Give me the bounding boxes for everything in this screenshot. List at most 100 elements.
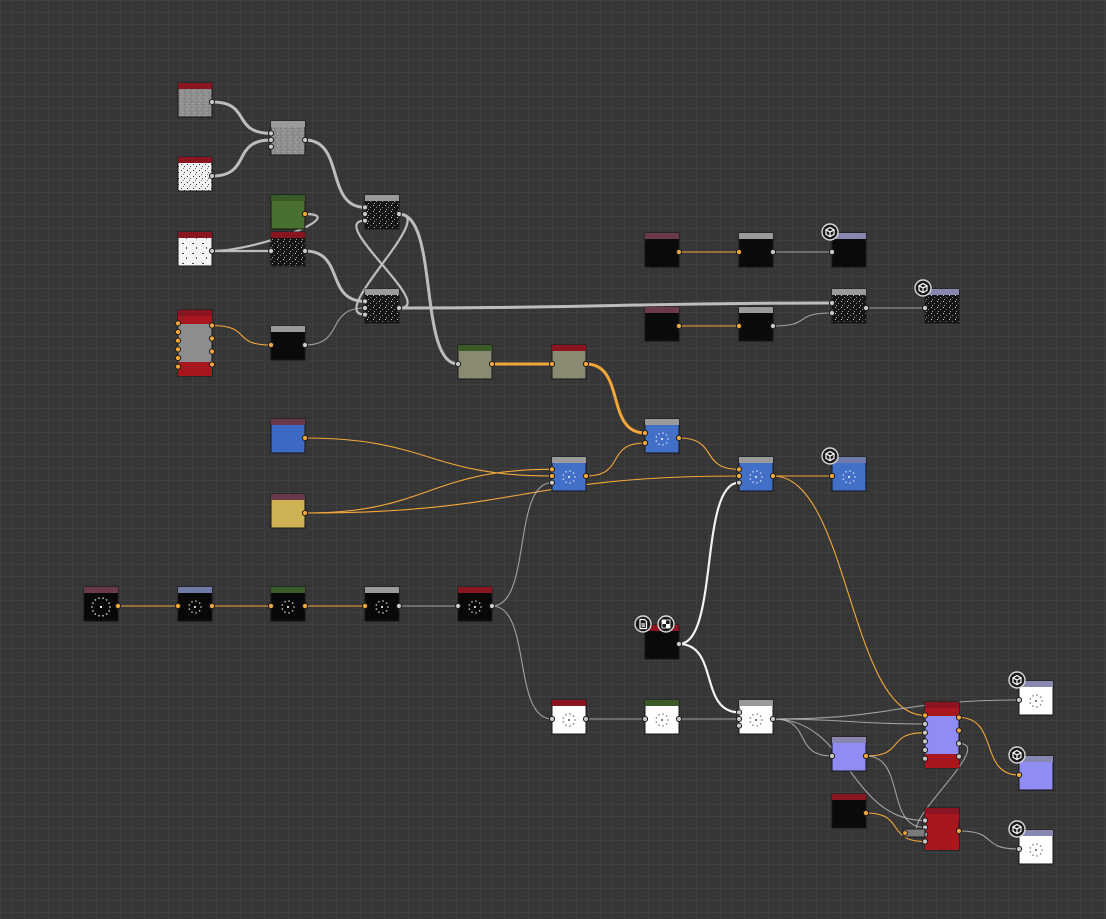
input-socket[interactable] xyxy=(921,729,929,736)
output-cube-icon[interactable] xyxy=(1008,746,1026,764)
input-socket[interactable] xyxy=(735,472,743,480)
input-socket[interactable] xyxy=(454,602,462,610)
output-socket[interactable] xyxy=(675,715,683,723)
output-socket[interactable] xyxy=(395,210,403,218)
node-red-combine[interactable] xyxy=(921,807,963,851)
input-socket[interactable] xyxy=(361,602,369,610)
node-blue-blend-3[interactable] xyxy=(735,456,777,492)
node-white-mask[interactable] xyxy=(177,231,216,267)
node-bitmap[interactable] xyxy=(634,615,683,660)
node-shape-5[interactable] xyxy=(454,586,496,622)
input-socket[interactable] xyxy=(921,838,929,845)
output-socket[interactable] xyxy=(301,210,309,218)
output-socket[interactable] xyxy=(862,809,870,817)
output-socket[interactable] xyxy=(769,248,777,256)
input-socket[interactable] xyxy=(828,299,836,307)
output-socket[interactable] xyxy=(208,602,216,610)
output-socket[interactable] xyxy=(301,434,309,442)
output-socket[interactable] xyxy=(301,341,309,349)
output-socket[interactable] xyxy=(208,172,216,180)
node-olive-a[interactable] xyxy=(454,344,496,380)
input-socket[interactable] xyxy=(641,715,649,723)
input-socket[interactable] xyxy=(641,429,649,437)
input-socket[interactable] xyxy=(548,715,556,723)
input-socket[interactable] xyxy=(548,466,556,473)
input-socket[interactable] xyxy=(361,311,369,318)
input-socket[interactable] xyxy=(921,746,929,754)
output-socket[interactable] xyxy=(955,727,963,734)
input-socket[interactable] xyxy=(735,248,743,256)
output-socket[interactable] xyxy=(582,472,590,480)
input-socket[interactable] xyxy=(735,709,743,716)
input-socket[interactable] xyxy=(267,143,275,150)
input-socket[interactable] xyxy=(735,722,743,729)
input-socket[interactable] xyxy=(735,322,743,330)
input-socket[interactable] xyxy=(174,346,182,353)
output-socket[interactable] xyxy=(208,361,216,368)
node-normal-switch[interactable] xyxy=(921,701,963,769)
node-red-grunge[interactable] xyxy=(267,231,309,267)
output-socket[interactable] xyxy=(208,98,216,106)
input-socket[interactable] xyxy=(921,712,929,719)
node-dark-mid-2[interactable] xyxy=(735,306,777,342)
input-socket[interactable] xyxy=(267,341,275,349)
input-socket[interactable] xyxy=(1015,696,1023,704)
input-socket[interactable] xyxy=(921,304,929,312)
input-socket[interactable] xyxy=(921,755,929,762)
node-blue-blend-2[interactable] xyxy=(641,418,683,454)
output-cube-icon[interactable] xyxy=(914,279,932,297)
output-socket[interactable] xyxy=(488,602,496,610)
node-normal[interactable] xyxy=(828,736,870,772)
input-socket[interactable] xyxy=(361,217,369,224)
node-olive-b[interactable] xyxy=(548,344,590,380)
node-speckle-src[interactable] xyxy=(177,156,216,192)
input-socket[interactable] xyxy=(174,602,182,610)
node-out-dark-2[interactable] xyxy=(914,279,960,324)
input-socket[interactable] xyxy=(641,439,649,447)
output-socket[interactable] xyxy=(301,602,309,610)
input-socket[interactable] xyxy=(921,738,929,745)
node-gray-noise-src[interactable] xyxy=(177,82,216,118)
output-socket[interactable] xyxy=(208,348,216,355)
input-socket[interactable] xyxy=(828,248,836,256)
node-blue-blend-1[interactable] xyxy=(548,456,590,492)
input-socket[interactable] xyxy=(828,752,836,760)
output-socket[interactable] xyxy=(301,136,309,144)
node-white-3[interactable] xyxy=(735,699,777,735)
node-out-normal[interactable] xyxy=(1008,746,1054,791)
input-socket[interactable] xyxy=(548,479,556,486)
output-cube-icon[interactable] xyxy=(821,223,839,241)
reroute-socket[interactable] xyxy=(902,830,908,836)
node-grunge-a[interactable] xyxy=(361,194,403,230)
node-white-1[interactable] xyxy=(548,699,590,735)
input-socket[interactable] xyxy=(735,715,743,723)
node-blend-gray[interactable] xyxy=(267,120,309,156)
output-socket[interactable] xyxy=(862,752,870,760)
input-socket[interactable] xyxy=(267,602,275,610)
node-shape-2[interactable] xyxy=(174,586,216,622)
node-shape-4[interactable] xyxy=(361,586,403,622)
output-socket[interactable] xyxy=(208,322,216,329)
node-out-white-2[interactable] xyxy=(1008,820,1054,865)
output-socket[interactable] xyxy=(769,715,777,723)
output-socket[interactable] xyxy=(955,753,963,760)
output-socket[interactable] xyxy=(395,304,403,312)
document-icon[interactable] xyxy=(634,615,652,633)
input-socket[interactable] xyxy=(454,360,462,368)
input-socket[interactable] xyxy=(174,320,182,327)
node-green-fill[interactable] xyxy=(270,194,309,230)
output-socket[interactable] xyxy=(675,434,683,442)
input-socket[interactable] xyxy=(174,328,182,336)
node-dark-src-1[interactable] xyxy=(644,232,683,268)
output-socket[interactable] xyxy=(208,247,216,255)
node-dark-mid-1[interactable] xyxy=(735,232,777,268)
node-black-level[interactable] xyxy=(267,325,309,361)
output-socket[interactable] xyxy=(208,335,216,342)
node-yellow-src[interactable] xyxy=(270,493,309,529)
input-socket[interactable] xyxy=(267,130,275,137)
output-socket[interactable] xyxy=(955,740,963,747)
input-socket[interactable] xyxy=(1015,771,1023,779)
node-dark-src-2[interactable] xyxy=(644,306,683,342)
output-socket[interactable] xyxy=(488,360,496,368)
